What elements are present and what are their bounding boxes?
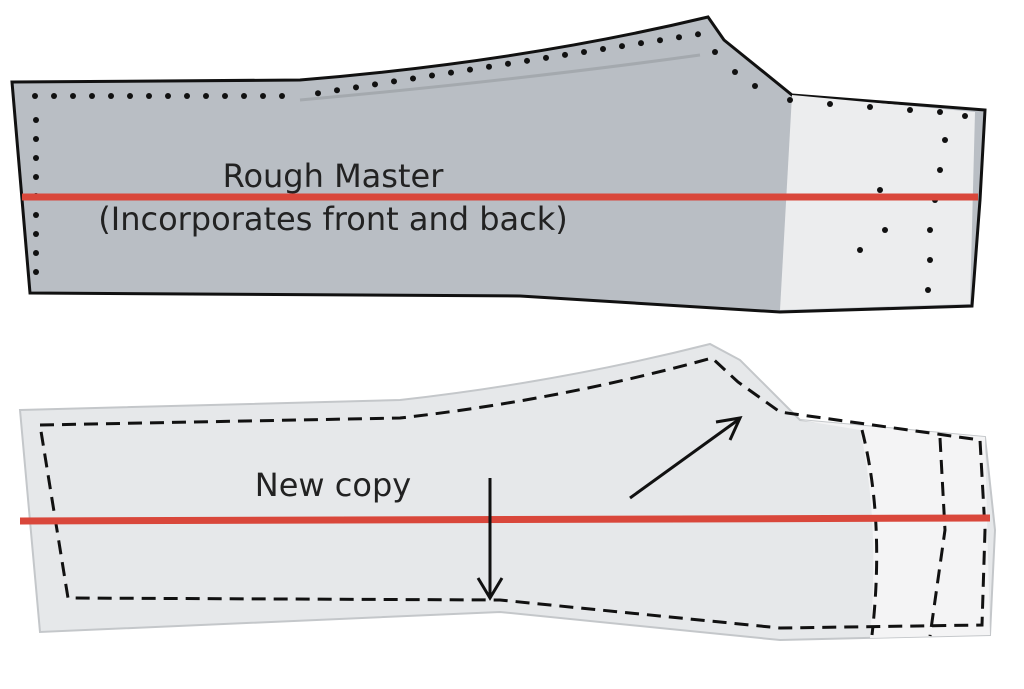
seam-dot bbox=[600, 46, 606, 53]
seam-dot bbox=[638, 40, 644, 47]
seam-dot bbox=[877, 187, 883, 193]
seam-dot bbox=[867, 104, 873, 110]
copy-fabric bbox=[18, 342, 997, 642]
seam-dot bbox=[827, 101, 833, 107]
seam-dot bbox=[372, 81, 378, 88]
seam-dot bbox=[937, 109, 943, 115]
seam-dot bbox=[33, 231, 39, 237]
copy-dashed-outline bbox=[38, 356, 987, 630]
seam-dot bbox=[33, 174, 39, 180]
seam-dot bbox=[882, 227, 888, 233]
copy-dashed-waistband-line bbox=[928, 437, 947, 637]
seam-dot bbox=[787, 97, 793, 103]
seam-dot bbox=[33, 136, 39, 142]
seam-dot bbox=[581, 48, 587, 55]
seam-dot bbox=[942, 137, 948, 143]
master-title: Rough Master bbox=[223, 157, 445, 195]
new-copy-piece: New copy bbox=[18, 342, 997, 642]
seam-dot bbox=[962, 113, 968, 119]
seam-dot bbox=[353, 84, 359, 91]
seam-dot bbox=[203, 93, 209, 99]
seam-dot bbox=[429, 72, 435, 79]
seam-dot bbox=[752, 83, 758, 89]
seam-dot bbox=[279, 93, 285, 99]
copy-title: New copy bbox=[255, 466, 411, 504]
seam-dot bbox=[108, 93, 114, 99]
seam-dot bbox=[33, 269, 39, 275]
copy-grainline bbox=[19, 514, 991, 525]
seam-dot bbox=[222, 93, 228, 99]
seam-dot bbox=[925, 287, 931, 293]
seam-dot bbox=[937, 167, 943, 173]
seam-dot bbox=[927, 227, 933, 233]
seam-dot bbox=[857, 247, 863, 253]
seam-dot bbox=[657, 37, 663, 44]
rough-master-piece: Rough Master (Incorporates front and bac… bbox=[10, 15, 987, 314]
master-dots bbox=[32, 31, 968, 293]
seam-dot bbox=[505, 60, 511, 67]
master-fabric bbox=[10, 15, 987, 314]
seam-dot bbox=[184, 93, 190, 99]
seam-dot bbox=[33, 155, 39, 161]
seam-dot bbox=[165, 93, 171, 99]
seam-dot bbox=[467, 66, 473, 73]
seam-dot bbox=[524, 57, 530, 64]
master-pocket bbox=[780, 95, 975, 310]
seam-dot bbox=[33, 212, 39, 218]
seam-dot bbox=[448, 69, 454, 76]
seam-dot bbox=[33, 117, 39, 123]
seam-dot bbox=[89, 93, 95, 99]
seam-dot bbox=[410, 75, 416, 82]
seam-dot bbox=[315, 90, 321, 97]
master-subtitle: (Incorporates front and back) bbox=[98, 200, 567, 238]
seam-dot bbox=[732, 69, 738, 75]
seam-dot bbox=[51, 93, 57, 99]
seam-dot bbox=[543, 54, 549, 61]
seam-dot bbox=[562, 51, 568, 58]
copy-pocket bbox=[800, 420, 990, 638]
seam-dot bbox=[241, 93, 247, 99]
seam-dot bbox=[32, 93, 38, 99]
seam-dot bbox=[695, 31, 701, 38]
seam-dot bbox=[676, 34, 682, 41]
arrow-diagonal-icon bbox=[629, 416, 743, 500]
seam-dot bbox=[619, 43, 625, 50]
seam-dot bbox=[486, 63, 492, 70]
seam-dot bbox=[927, 257, 933, 263]
seam-dot bbox=[146, 93, 152, 99]
seam-dot bbox=[334, 87, 340, 94]
seam-dot bbox=[391, 78, 397, 85]
seam-dot bbox=[260, 93, 266, 99]
seam-dot bbox=[33, 250, 39, 256]
seam-dot bbox=[712, 49, 718, 55]
arrow-down-icon bbox=[476, 478, 504, 601]
seam-dot bbox=[70, 93, 76, 99]
seam-dot bbox=[127, 93, 133, 99]
copy-dashed-pocket-line bbox=[860, 429, 879, 636]
seam-dot bbox=[907, 107, 913, 113]
master-seam bbox=[299, 53, 701, 102]
